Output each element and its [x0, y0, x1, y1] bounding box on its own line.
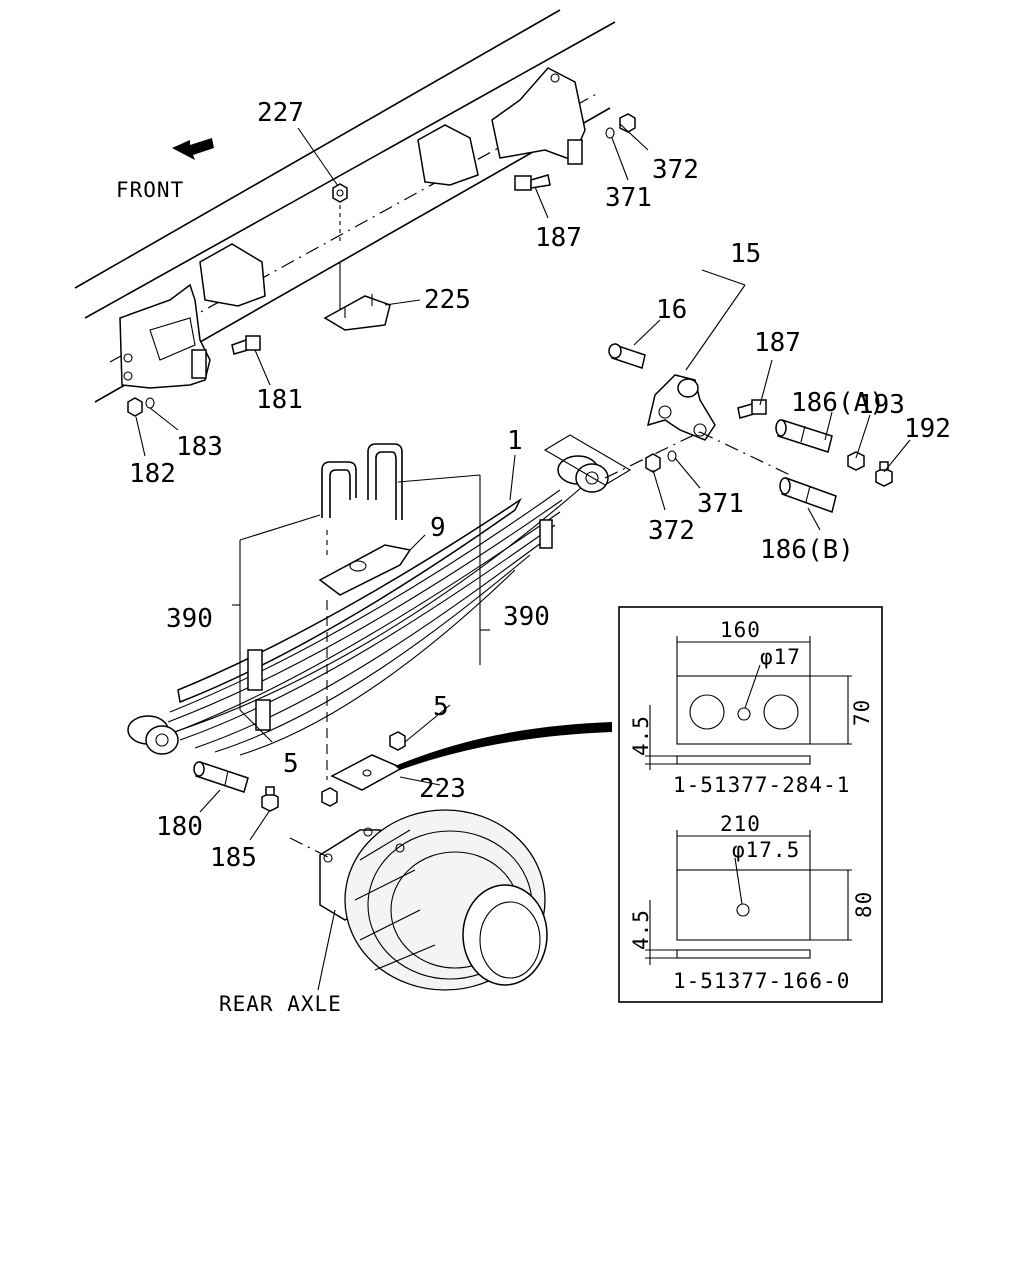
u-bolt-left-icon	[321, 461, 357, 518]
callout-16: 16	[656, 295, 687, 325]
plate-1-drawing: 160 φ17 70 4.5 1-51377-284-1	[629, 618, 874, 797]
nut-227-icon	[332, 183, 348, 203]
bolt-187-lower-icon	[737, 399, 767, 419]
callout-5-left: 5	[283, 749, 299, 779]
nut-182-icon	[127, 397, 143, 417]
callout-187-lower: 187	[754, 328, 801, 358]
callout-182: 182	[129, 459, 176, 489]
callout-192: 192	[904, 414, 951, 444]
plate1-hole: φ17	[760, 645, 801, 669]
plate2-part-number: 1-51377-166-0	[673, 969, 850, 993]
front-label: FRONT	[116, 178, 184, 202]
callout-185: 185	[210, 843, 257, 873]
callout-186a: 186(A)	[791, 388, 885, 418]
callout-187-upper: 187	[535, 223, 582, 253]
grease-nipple-185-icon	[261, 786, 279, 812]
plate1-width: 160	[720, 618, 761, 642]
rear-axle-label: REAR AXLE	[219, 992, 342, 1016]
plate2-hole: φ17.5	[732, 838, 800, 862]
washer-371-lower-icon	[667, 450, 677, 462]
plate-dimension-inset: 160 φ17 70 4.5 1-51377-284-1 210 φ17.5 8…	[618, 606, 883, 1003]
callout-390-left: 390	[166, 604, 213, 634]
leaf-spring-assembly	[127, 434, 632, 756]
pin-180-icon	[193, 761, 249, 793]
callout-223: 223	[419, 774, 466, 804]
plate-2-drawing: 210 φ17.5 80 4.5 1-51377-166-0	[629, 812, 876, 993]
rear-axle-drum	[319, 809, 548, 991]
callout-372-upper: 372	[652, 155, 699, 185]
plate1-thickness: 4.5	[629, 715, 653, 756]
shackle-16-bushing-icon	[608, 343, 646, 369]
plate2-height: 80	[852, 891, 876, 918]
inset-pointer	[395, 722, 612, 770]
callout-labels: 227 372 371 187 225 181 183 182 15 16 18…	[129, 98, 951, 873]
bump-stopper-225-icon	[323, 294, 391, 331]
spring-seat-9-icon	[318, 544, 412, 596]
shackle-15-icon	[646, 374, 716, 441]
callout-1: 1	[507, 426, 523, 456]
plate-223-icon	[330, 754, 404, 791]
callout-371-upper: 371	[605, 183, 652, 213]
front-spring-hanger	[119, 243, 266, 389]
callout-183: 183	[176, 432, 223, 462]
washer-183-icon	[145, 397, 155, 409]
leader-lines	[135, 123, 911, 991]
plate1-part-number: 1-51377-284-1	[673, 773, 850, 797]
callout-371-lower: 371	[697, 489, 744, 519]
callout-225: 225	[424, 285, 471, 315]
nut-5-left-icon	[321, 787, 338, 807]
nut-193-icon	[847, 451, 865, 471]
pin-186a-icon	[775, 419, 833, 453]
u-bolt-right-icon	[367, 443, 403, 520]
callout-372-lower: 372	[648, 516, 695, 546]
front-arrow-icon	[172, 138, 214, 160]
callout-15: 15	[730, 239, 761, 269]
callout-9: 9	[430, 513, 446, 543]
callout-186b: 186(B)	[760, 535, 854, 565]
nut-372-lower-icon	[645, 453, 661, 473]
callout-181: 181	[256, 385, 303, 415]
callout-193: 193	[858, 390, 905, 420]
callout-390-right: 390	[503, 602, 550, 632]
pin-186b-icon	[779, 477, 837, 513]
callout-5-right: 5	[433, 692, 449, 722]
grease-nipple-192-icon	[875, 461, 893, 487]
callout-227: 227	[257, 98, 304, 128]
bolt-181-icon	[231, 335, 261, 355]
washer-371-upper-icon	[605, 127, 615, 139]
nut-372-upper-icon	[619, 113, 636, 133]
nut-5-right-icon	[389, 731, 406, 751]
plate1-height: 70	[850, 699, 874, 726]
plate2-width: 210	[720, 812, 761, 836]
bolt-187-upper-icon	[514, 174, 551, 191]
plate2-thickness: 4.5	[629, 909, 653, 950]
callout-180: 180	[156, 812, 203, 842]
rear-spring-hanger	[417, 67, 586, 186]
